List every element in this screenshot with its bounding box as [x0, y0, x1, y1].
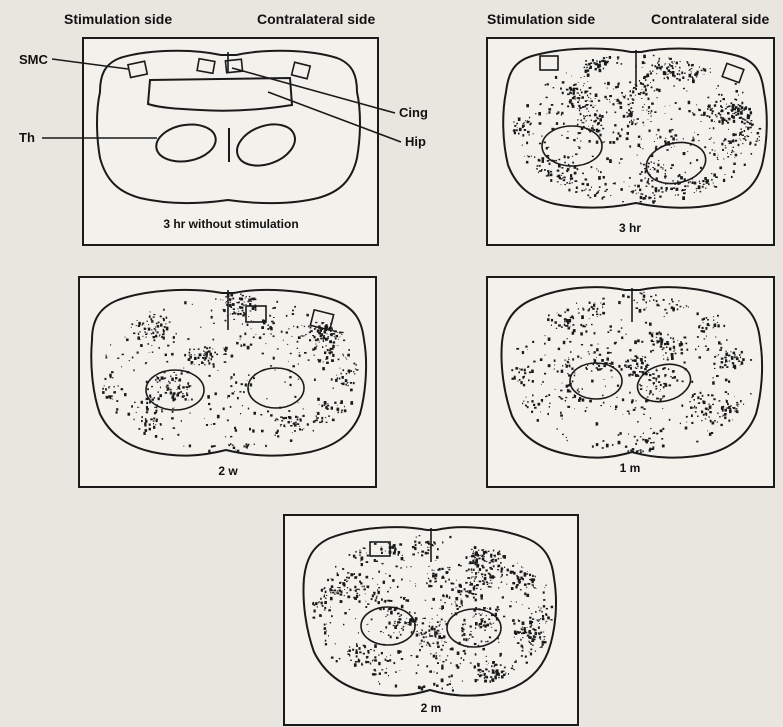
caption-3hr-without-stimulation: 3 hr without stimulation — [163, 217, 298, 231]
header-contralateral-side-right: Contralateral side — [651, 11, 769, 27]
panel-1m: 1 m — [487, 277, 774, 487]
caption-3hr: 3 hr — [619, 221, 641, 235]
label-th: Th — [19, 130, 35, 145]
panel-frame — [487, 277, 774, 487]
caption-2w: 2 w — [218, 464, 238, 478]
caption-1m: 1 m — [620, 461, 641, 475]
label-cing: Cing — [399, 105, 428, 120]
label-hip: Hip — [405, 134, 426, 149]
label-smc: SMC — [19, 52, 49, 67]
header-contralateral-side-left: Contralateral side — [257, 11, 375, 27]
header-stimulation-side-right: Stimulation side — [487, 11, 595, 27]
panel-2m: 2 m — [284, 515, 578, 725]
caption-2m: 2 m — [421, 701, 442, 715]
header-stimulation-side-left: Stimulation side — [64, 11, 172, 27]
panel-3hr: 3 hr — [487, 38, 774, 245]
panel-2w: 2 w — [79, 277, 376, 487]
